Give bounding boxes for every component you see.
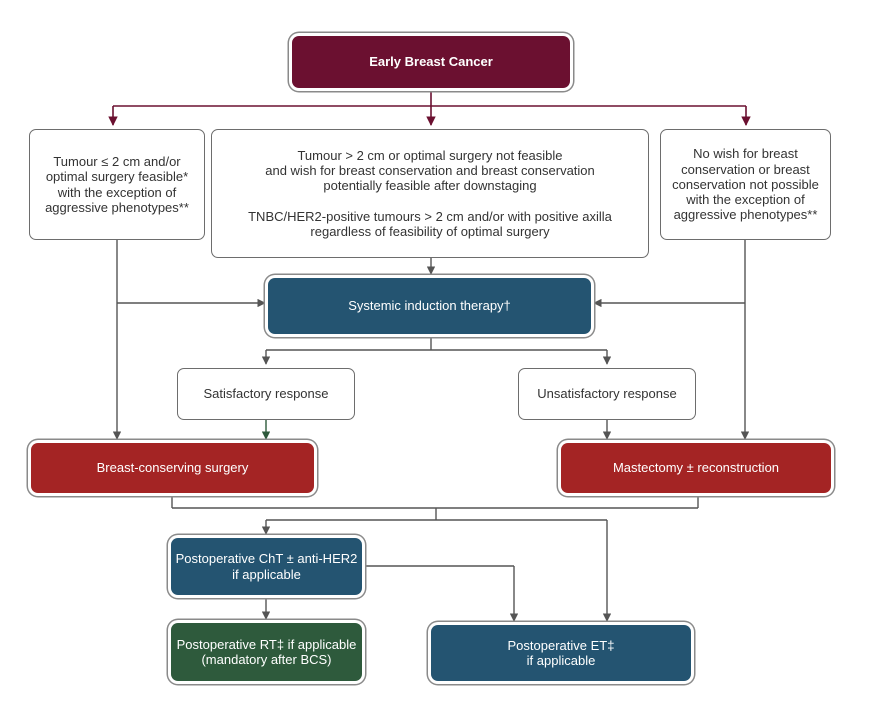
- postop-et-node: Postoperative ET‡ if applicable: [431, 625, 691, 681]
- systemic-split-connector: [261, 336, 612, 365]
- postop-rt-node: Postoperative RT‡ if applicable (mandato…: [171, 623, 362, 681]
- satisfactory-response-node: Satisfactory response: [177, 368, 355, 420]
- left-criteria-node: Tumour ≤ 2 cm and/or optimal surgery fea…: [29, 129, 205, 240]
- root-fanout-connector: [108, 88, 751, 126]
- postop-cht-node: Postoperative ChT ± anti-HER2 if applica…: [171, 538, 362, 595]
- center-criteria-node: Tumour > 2 cm or optimal surgery not fea…: [211, 129, 649, 258]
- connector-cht-to-et: [362, 565, 519, 622]
- surgery-merge-connector: [171, 494, 699, 622]
- bcs-node: Breast-conserving surgery: [31, 443, 314, 493]
- right-criteria-node: No wish for breast conservation or breas…: [660, 129, 831, 240]
- root-node: Early Breast Cancer: [292, 36, 570, 88]
- mastectomy-node: Mastectomy ± reconstruction: [561, 443, 831, 493]
- systemic-therapy-node: Systemic induction therapy†: [268, 278, 591, 334]
- unsatisfactory-response-node: Unsatisfactory response: [518, 368, 696, 420]
